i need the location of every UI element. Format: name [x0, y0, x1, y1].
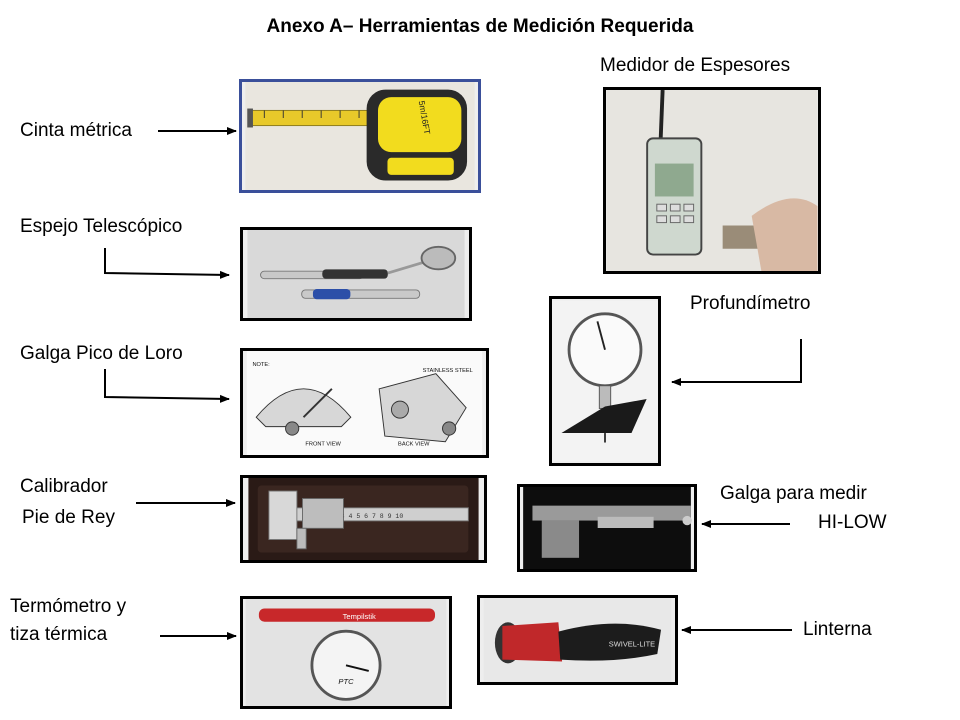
- thickness-gauge-photo: [603, 87, 821, 274]
- tape-measure-photo: 5m/16FT: [239, 79, 481, 193]
- label-pie-de-rey: Pie de Rey: [22, 507, 115, 528]
- label-galga-para-medir: Galga para medir: [720, 483, 867, 504]
- depth-gauge-photo: [549, 296, 661, 466]
- gauge-note-text: NOTE:: [252, 362, 270, 368]
- telescopic-mirror-photo: [240, 227, 472, 321]
- pen-brand-text: Tempilstik: [343, 612, 376, 621]
- hi-low-gauge-photo: [517, 484, 697, 572]
- label-espejo-telescopico: Espejo Telescópico: [20, 216, 183, 237]
- label-medidor-de-espesores: Medidor de Espesores: [600, 55, 791, 76]
- flashlight-photo: SWIVEL-LITE: [477, 595, 678, 685]
- label-calibrador: Calibrador: [20, 476, 108, 497]
- label-tiza-termica: tiza térmica: [10, 624, 108, 645]
- label-cinta-metrica: Cinta métrica: [20, 120, 132, 141]
- label-termometro: Termómetro y: [10, 596, 127, 617]
- arrow-galga-pico: [104, 369, 230, 403]
- page-title: Anexo A– Herramientas de Medición Requer…: [266, 16, 694, 37]
- arrow-espejo: [104, 248, 230, 279]
- label-linterna: Linterna: [803, 619, 872, 640]
- gauge-front-text: FRONT VIEW: [305, 442, 341, 448]
- label-galga-pico-de-loro: Galga Pico de Loro: [20, 343, 183, 364]
- gauge-back-text: BACK VIEW: [398, 442, 430, 448]
- caliper-photo: 0 1 2 3 4 5 6 7 8 9 10: [240, 475, 487, 563]
- thermometer-photo: Tempilstik PTC: [240, 596, 452, 709]
- label-hi-low: HI-LOW: [818, 512, 887, 533]
- label-profundimetro: Profundímetro: [690, 293, 811, 314]
- caliper-scale-text: 0 1 2 3 4 5 6 7 8 9 10: [317, 513, 403, 520]
- thermo-brand-text: PTC: [338, 677, 354, 686]
- gauge-steel-text: STAINLESS STEEL: [423, 368, 473, 374]
- arrow-profundimetro: [671, 339, 802, 386]
- weld-gauge-photo: NOTE: STAINLESS STEEL FRONT VIEW BACK VI…: [240, 348, 489, 458]
- flashlight-brand-text: SWIVEL-LITE: [609, 640, 655, 649]
